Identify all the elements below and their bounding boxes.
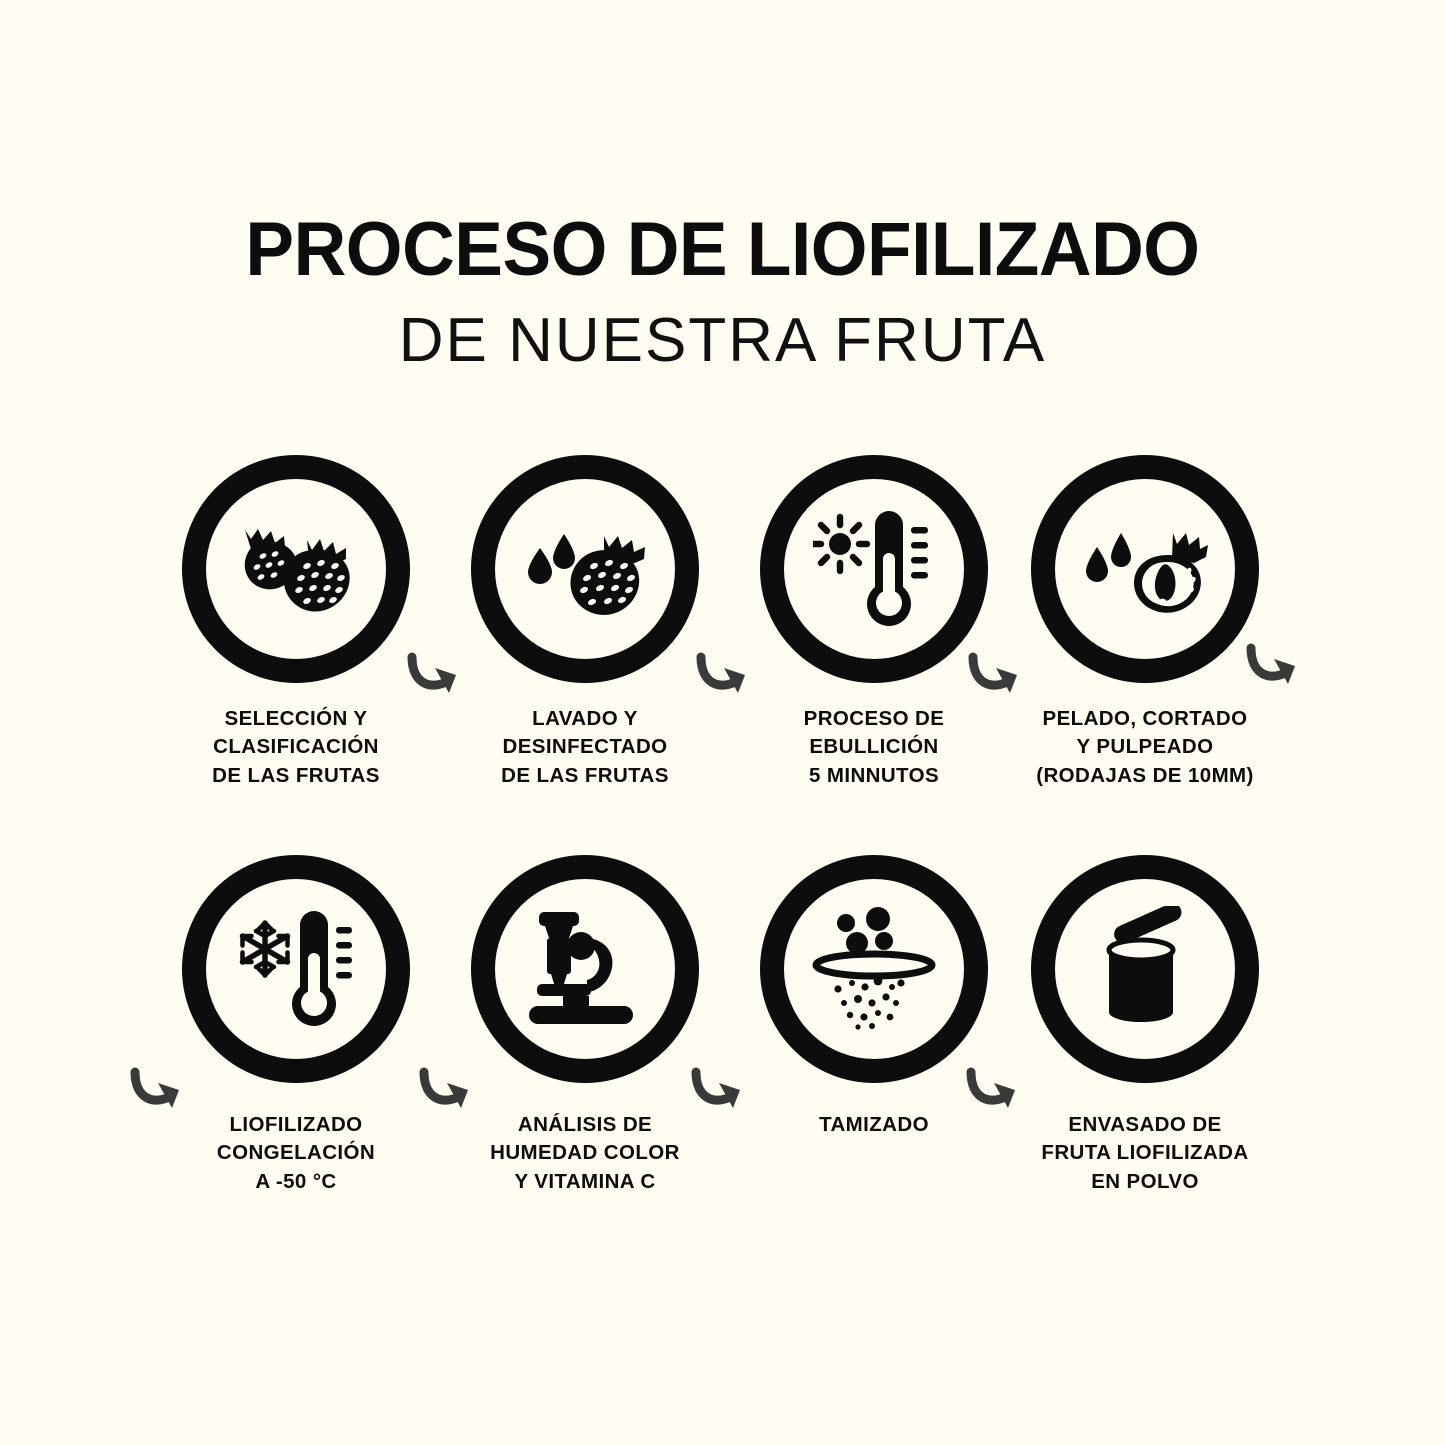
caption-line: LAVADO Y [532,707,638,730]
connector-arrow-1-2 [404,645,476,697]
connector-arrow-wrap-5 [127,1060,199,1112]
step-2-caption: LAVADO Y DESINFECTADO DE LAS FRUTAS [440,705,730,790]
sieve-sifting-icon [812,907,936,1030]
connector-arrow-4-wrap [1243,636,1315,688]
caption-line: EN POLVO [1091,1169,1199,1193]
step-8-circle [1031,855,1259,1083]
caption-line: ANÁLISIS DE [517,1113,653,1136]
caption-line: ENVASADO DE [1068,1113,1222,1136]
strawberry-water-drops-icon [528,534,645,615]
page-title: PROCESO DE LIOFILIZADO [245,207,1200,292]
caption-line: DE LAS FRUTAS [212,763,380,787]
connector-arrow-7-8 [963,1060,1035,1112]
powder-canister-icon [1106,906,1182,1022]
connector-arrow-5-6 [416,1060,488,1112]
step-2-circle [471,455,699,683]
connector-arrow-6-7 [688,1060,760,1112]
caption-line: 5 MINNUTOS [808,763,940,787]
curved-arrow-icon [968,652,1017,693]
curved-arrow-icon [966,1067,1015,1108]
connector-arrow-3-4 [965,645,1037,697]
page-subtitle: DE NUESTRA FRUTA [398,306,1047,375]
caption-line: CLASIFICACIÓN [213,735,379,759]
process-step-4: PELADO, CORTADO Y PULPEADO (RODAJAS DE 1… [1000,455,1290,790]
caption-line: FRUTA LIOFILIZADA [1041,1141,1249,1165]
curved-arrow-icon [419,1067,468,1108]
caption-line: DE LAS FRUTAS [501,763,669,787]
curved-arrow-icon [130,1067,179,1108]
curved-arrow-icon [407,652,456,693]
process-row-2: LIOFILIZADO CONGELACIÓN A -50 °C [0,855,1445,1193]
caption-line: LIOFILIZADO [229,1113,363,1136]
caption-line: EBULLICIÓN [809,735,939,759]
process-step-6: ANÁLISIS DE HUMEDAD COLOR Y VITAMINA C [440,855,730,1196]
step-6-caption: ANÁLISIS DE HUMEDAD COLOR Y VITAMINA C [440,1111,730,1196]
caption-line: (RODAJAS DE 10MM) [1036,763,1254,787]
step-3-caption: PROCESO DE EBULLICIÓN 5 MINNUTOS [729,705,1019,790]
caption-line: TAMIZADO [819,1113,929,1136]
process-step-5: LIOFILIZADO CONGELACIÓN A -50 °C [151,855,441,1196]
caption-line: Y VITAMINA C [514,1169,656,1193]
connector-arrow-2-3 [693,645,765,697]
sun-thermometer-icon [813,511,928,626]
process-step-1: SELECCIÓN Y CLASIFICACIÓN DE LAS FRUTAS [151,455,441,790]
strawberries-icon [244,529,350,612]
header: PROCESO DE LIOFILIZADO DE NUESTRA FRUTA [0,212,1445,372]
step-6-circle [471,855,699,1083]
step-8-caption: ENVASADO DE FRUTA LIOFILIZADA EN POLVO [1000,1111,1290,1196]
step-1-caption: SELECCIÓN Y CLASIFICACIÓN DE LAS FRUTAS [151,705,441,790]
process-step-3: PROCESO DE EBULLICIÓN 5 MINNUTOS [729,455,1019,790]
caption-line: Y PULPEADO [1076,735,1214,759]
caption-line: PELADO, CORTADO [1042,707,1248,730]
process-step-8: ENVASADO DE FRUTA LIOFILIZADA EN POLVO [1000,855,1290,1196]
step-7-circle [760,855,988,1083]
process-step-2: LAVADO Y DESINFECTADO DE LAS FRUTAS [440,455,730,790]
caption-line: SELECCIÓN Y [224,707,368,730]
curved-arrow-icon [691,1067,740,1108]
caption-line: A -50 °C [255,1169,337,1193]
process-step-7: TAMIZADO [729,855,1019,1139]
step-7-caption: TAMIZADO [729,1111,1019,1139]
caption-line: CONGELACIÓN [216,1141,376,1165]
sliced-strawberry-drops-icon [1086,533,1208,613]
caption-line: HUMEDAD COLOR [490,1141,680,1165]
caption-line: PROCESO DE [803,707,945,730]
step-5-circle [182,855,410,1083]
step-5-caption: LIOFILIZADO CONGELACIÓN A -50 °C [151,1111,441,1196]
caption-line: DESINFECTADO [502,735,668,759]
step-4-caption: PELADO, CORTADO Y PULPEADO (RODAJAS DE 1… [1000,705,1290,790]
step-1-circle [182,455,410,683]
curved-arrow-icon [1246,643,1295,684]
process-row-1: SELECCIÓN Y CLASIFICACIÓN DE LAS FRUTAS [0,455,1445,787]
curved-arrow-icon [696,652,745,693]
snowflake-thermometer-icon [239,911,352,1026]
step-4-circle [1031,455,1259,683]
step-3-circle [760,455,988,683]
microscope-icon [529,912,633,1024]
